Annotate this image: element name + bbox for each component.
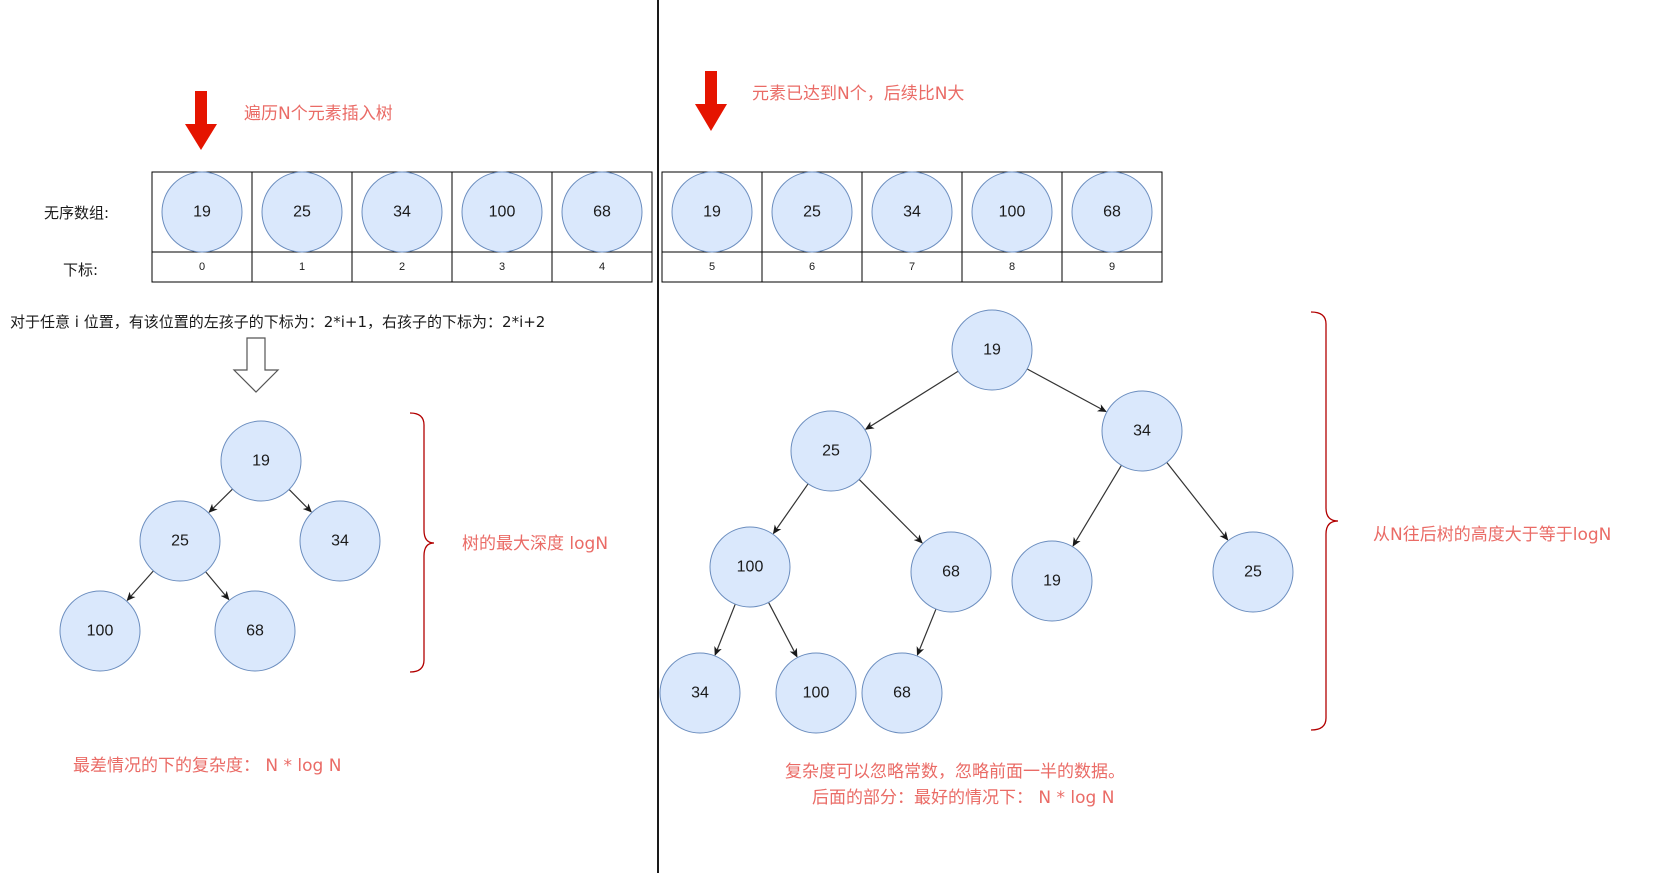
right-tree-node-value: 68 (893, 685, 911, 702)
left-tree-edge (126, 570, 154, 602)
right-tree-edge (768, 602, 798, 658)
right-tree-node-value: 25 (822, 443, 840, 460)
right-array-value: 25 (803, 204, 821, 221)
left-array-node (261, 171, 343, 253)
right-tree-edge (1166, 462, 1229, 541)
left-array-index: 3 (499, 261, 505, 273)
right-brace-caption: 从N往后树的高度大于等于logN (1373, 525, 1611, 545)
left-complexity-caption: 最差情况的下的复杂度： N * log N (73, 756, 341, 776)
hollow-down-arrow-icon (232, 337, 280, 393)
left-tree-edge (205, 571, 230, 601)
right-array-node (671, 171, 753, 253)
right-tree-node (1011, 540, 1093, 622)
right-tree-node-value: 19 (1043, 573, 1061, 590)
left-tree-node (139, 500, 221, 582)
left-array-index: 1 (299, 261, 305, 273)
red-down-arrow-icon-right (695, 71, 727, 131)
left-curly-brace (409, 412, 435, 673)
left-array-value: 100 (489, 204, 516, 221)
right-tree-edge (714, 603, 736, 656)
left-tree-node-value: 100 (87, 623, 114, 640)
left-binary-tree: 19 25 34 100 68 (59, 420, 381, 672)
index-row-label: 下标: (63, 261, 98, 279)
right-tree-node-value: 68 (942, 564, 960, 581)
left-array-node (161, 171, 243, 253)
left-tree-node (59, 590, 141, 672)
right-array-node (1071, 171, 1153, 253)
array-row-label: 无序数组: (44, 204, 109, 222)
right-array-index: 6 (809, 261, 815, 273)
left-tree-node-value: 34 (331, 533, 349, 550)
right-tree-edge (1026, 368, 1107, 413)
left-tree-node-value: 25 (171, 533, 189, 550)
right-tree-node (1101, 390, 1183, 472)
left-tree-node (299, 500, 381, 582)
right-array-index: 7 (909, 261, 915, 273)
right-array-index: 5 (709, 261, 715, 273)
right-tree-node-value: 34 (691, 685, 709, 702)
right-array-node (771, 171, 853, 253)
right-tree-edge (916, 608, 937, 656)
left-brace-caption: 树的最大深度 logN (462, 534, 608, 554)
right-array-value: 19 (703, 204, 721, 221)
left-tree-node (214, 590, 296, 672)
right-tree-node-value: 25 (1244, 564, 1262, 581)
right-array-value: 68 (1103, 204, 1121, 221)
right-curly-brace (1310, 311, 1339, 731)
right-tree-node (910, 531, 992, 613)
right-array-table: 19 5 25 6 34 7 100 8 68 9 (661, 171, 1163, 283)
right-tree-edge (772, 483, 809, 535)
left-array-value: 25 (293, 204, 311, 221)
right-tree-node (659, 652, 741, 734)
right-array-value: 100 (999, 204, 1026, 221)
right-array-node (871, 171, 953, 253)
left-tree-edge (288, 489, 312, 513)
right-complexity-line1: 复杂度可以忽略常数，忽略前面一半的数据。 (785, 762, 1125, 782)
right-binary-tree: 19 25 34 100 68 19 25 34 100 68 (659, 309, 1294, 734)
right-tree-node (775, 652, 857, 734)
left-array-value: 19 (193, 204, 211, 221)
left-array-value: 68 (593, 204, 611, 221)
right-tree-edge (1072, 464, 1122, 547)
left-array-node (461, 171, 543, 253)
right-arrow-caption: 元素已达到N个，后续比N大 (752, 84, 964, 104)
right-tree-node (709, 526, 791, 608)
right-tree-edge (858, 478, 923, 544)
left-array-index: 0 (199, 261, 205, 273)
right-array-index: 8 (1009, 261, 1015, 273)
left-tree-node (220, 420, 302, 502)
left-array-value: 34 (393, 204, 411, 221)
left-tree-edge (208, 488, 233, 513)
right-tree-node-value: 100 (803, 685, 830, 702)
right-complexity-line2: 后面的部分：最好的情况下： N * log N (812, 788, 1114, 808)
right-tree-edge (864, 370, 959, 430)
right-tree-node (951, 309, 1033, 391)
left-array-node (561, 171, 643, 253)
left-array-table: 19 0 25 1 34 2 100 3 68 4 (151, 171, 653, 283)
right-tree-node (790, 410, 872, 492)
right-array-value: 34 (903, 204, 921, 221)
index-rule-text: 对于任意 i 位置，有该位置的左孩子的下标为：2*i+1，右孩子的下标为：2*i… (10, 313, 545, 331)
left-tree-node-value: 68 (246, 623, 264, 640)
left-arrow-caption: 遍历N个元素插入树 (244, 104, 393, 124)
left-array-index: 2 (399, 261, 405, 273)
right-tree-node (1212, 531, 1294, 613)
right-tree-node-value: 34 (1133, 423, 1151, 440)
right-tree-node-value: 100 (737, 559, 764, 576)
right-tree-node (861, 652, 943, 734)
left-tree-node-value: 19 (252, 453, 270, 470)
right-array-index: 9 (1109, 261, 1115, 273)
left-array-index: 4 (599, 261, 605, 273)
left-array-node (361, 171, 443, 253)
right-tree-node-value: 19 (983, 342, 1001, 359)
red-down-arrow-icon (185, 91, 217, 150)
right-array-node (971, 171, 1053, 253)
